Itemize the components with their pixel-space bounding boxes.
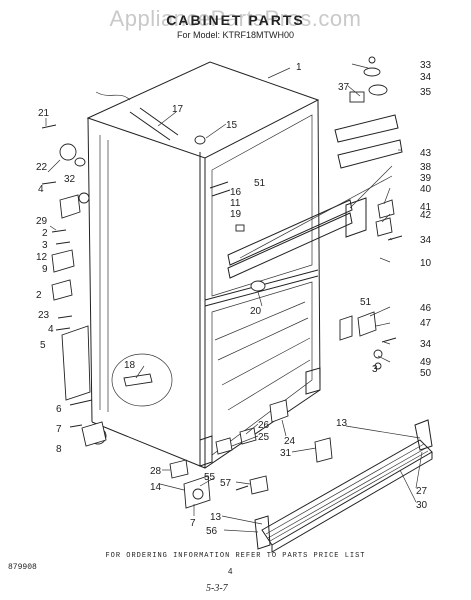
callout-33: 33 [420,60,432,71]
callout-17: 17 [172,104,184,115]
callout-30: 30 [416,500,428,511]
callout-31: 31 [280,448,292,459]
callout-51-lower: 51 [360,297,372,308]
callout-46: 46 [420,303,432,314]
callout-7: 7 [56,424,62,435]
callout-21: 21 [38,108,50,119]
callout-38: 38 [420,162,432,173]
callout-51: 51 [254,178,266,189]
callout-15: 15 [226,120,238,131]
ordering-footer: FOR ORDERING INFORMATION REFER TO PARTS … [105,552,366,560]
callout-42: 42 [420,210,432,221]
callout-18: 18 [124,360,136,371]
callout-41: 41 [420,202,432,213]
callout-2-lower: 2 [36,290,42,301]
revision-mark: 5-3-7 [206,583,228,594]
diagram-title: CABINET PARTS [166,12,305,28]
callout-19: 19 [230,209,242,220]
callout-26: 26 [258,420,270,431]
cabinet-shell [86,61,321,469]
callout-37: 37 [338,82,350,93]
callout-14: 14 [150,482,162,493]
callout-55: 55 [204,472,216,483]
callout-23: 23 [38,310,50,321]
callout-1: 1 [296,62,302,73]
callout-39: 39 [420,173,432,184]
callout-20: 20 [250,306,262,317]
page-number: 4 [228,567,233,576]
callout-29: 29 [36,216,48,227]
callout-50: 50 [420,368,432,379]
callout-35: 35 [420,87,432,98]
watermark: AppliancePartsPros.com [109,6,362,31]
callout-34: 34 [420,72,432,83]
callout-28: 28 [150,466,162,477]
callout-47: 47 [420,318,432,329]
callout-10: 10 [420,258,432,269]
trim-strips [227,114,403,279]
callout-5: 5 [40,340,46,351]
leader-lines [45,63,423,533]
callout-3-right: 3 [372,364,378,375]
callout-57: 57 [220,478,232,489]
callout-11: 11 [230,198,241,209]
callout-27: 27 [416,486,428,497]
callout-8: 8 [56,444,62,455]
toe-grille [254,419,433,553]
callout-13-lower: 13 [210,512,222,523]
callout-34-lower: 34 [420,339,432,350]
callout-43: 43 [420,148,432,159]
callout-labels: 1 33 34 37 35 21 17 15 43 38 39 22 16 11… [36,60,432,537]
callout-25: 25 [258,432,270,443]
callout-13: 13 [336,418,348,429]
callout-3: 3 [42,240,48,251]
document-id: 879908 [8,563,37,572]
callout-22: 22 [36,162,48,173]
callout-4: 4 [38,184,44,195]
callout-16: 16 [230,187,242,198]
callout-24: 24 [284,436,296,447]
callout-32: 32 [64,174,76,185]
callout-4-lower: 4 [48,324,54,335]
callout-12: 12 [36,252,48,263]
model-subtitle: For Model: KTRF18MTWH00 [176,30,295,40]
callout-2: 2 [42,228,48,239]
callout-40: 40 [420,184,432,195]
callout-34-mid: 34 [420,235,432,246]
callout-56: 56 [206,526,218,537]
callout-7-lower: 7 [190,518,196,529]
callout-9: 9 [42,264,48,275]
callout-6: 6 [56,404,62,415]
small-parts [41,56,403,509]
callout-49: 49 [420,357,432,368]
